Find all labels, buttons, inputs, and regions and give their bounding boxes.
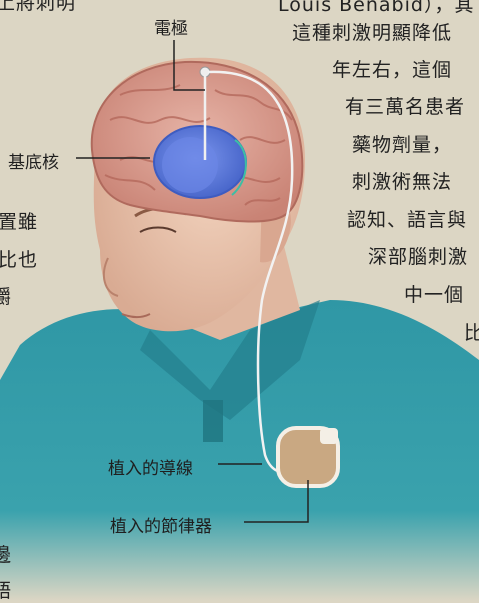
- body-text-line: 有三萬名患者: [345, 92, 465, 119]
- basal-ganglia-label: 基底核: [8, 148, 59, 173]
- body-text-line: 藥物劑量，: [352, 130, 452, 157]
- body-text-line: 深部腦刺激: [368, 242, 468, 269]
- body-text-line: 比: [464, 318, 479, 345]
- body-text-line: 比也: [0, 245, 38, 272]
- body-text-line: 嚼: [0, 282, 12, 309]
- body-text-line: 上將刺明: [0, 0, 76, 15]
- body-text-line: 年左右，這個: [332, 55, 452, 82]
- shirt: [0, 300, 479, 601]
- body-text-line: 認知、語言與: [347, 205, 467, 232]
- basal-ganglia-inner: [162, 137, 218, 193]
- electrode-label: 電極: [154, 14, 188, 39]
- body-text-line: 中一個: [404, 280, 464, 307]
- body-text-line: 邊: [0, 540, 12, 567]
- body-text-line: 置雖: [0, 207, 38, 234]
- body-text-line: 刺激術無法: [352, 167, 452, 194]
- implanted-lead-label: 植入的導線: [108, 454, 193, 479]
- body-text-line: 語: [0, 576, 12, 603]
- shirt-placket: [203, 400, 223, 442]
- body-text-line: 這種刺激明顯降低: [292, 18, 452, 45]
- body-text-line: Louis Benabid），其: [278, 0, 474, 17]
- implanted-pacemaker-label: 植入的節律器: [110, 512, 212, 537]
- pacemaker-header: [320, 428, 338, 444]
